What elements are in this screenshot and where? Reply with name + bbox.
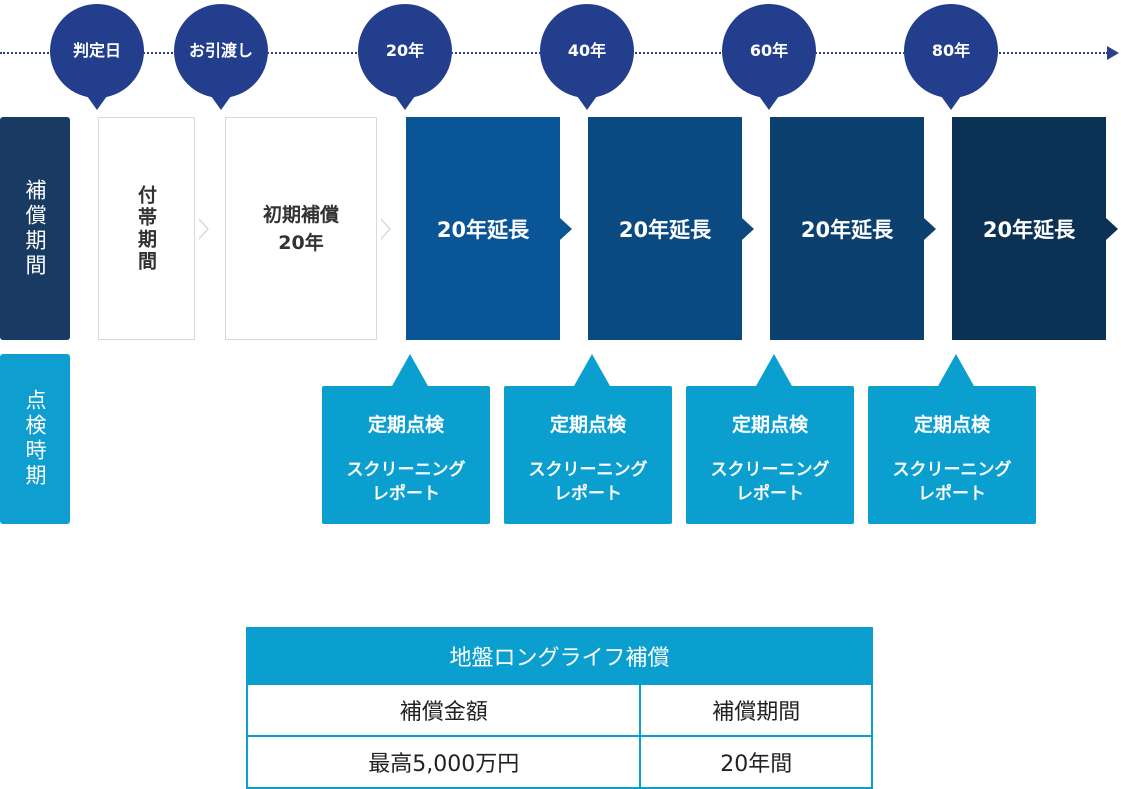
inspection-line: レポート: [736, 484, 804, 504]
chevron-right-icon: [924, 218, 936, 240]
marker-20-years: 20年: [358, 4, 452, 110]
marker-label: お引渡し: [188, 41, 253, 60]
label-compensation-period: 補償期間: [0, 117, 70, 340]
chevron-right-icon: [742, 218, 754, 240]
header-period: 補償期間: [639, 683, 873, 737]
inspection-line: レポート: [372, 484, 440, 504]
period-initial-title: 初期補償: [262, 203, 339, 226]
extension-label: 20年延長: [618, 217, 712, 242]
summary-table: 地盤ロングライフ補償 補償金額 補償期間 最高5,000万円 20年間: [245, 627, 873, 789]
chevron-right-icon: [1106, 218, 1118, 240]
marker-60-years: 60年: [722, 4, 816, 110]
period-attached: 付帯期間: [98, 117, 195, 340]
marker-label: 60年: [749, 41, 789, 60]
marker-80-years: 80年: [904, 4, 998, 110]
marker-label: 40年: [567, 41, 607, 60]
value-period: 20年間: [639, 735, 873, 789]
extension-label: 20年延長: [800, 217, 894, 242]
inspection-box-1: 定期点検 スクリーニングレポート: [322, 354, 490, 524]
marker-label: 20年: [385, 41, 425, 60]
inspection-line: スクリーニング: [346, 460, 466, 480]
marker-handover: お引渡し: [174, 4, 268, 110]
header-amount: 補償金額: [245, 683, 642, 737]
inspection-box-3: 定期点検 スクリーニングレポート: [686, 354, 854, 524]
marker-label: 80年: [931, 41, 971, 60]
period-initial: 初期補償 20年: [225, 117, 377, 340]
marker-judgment-day: 判定日: [50, 4, 144, 110]
inspection-title: 定期点検: [731, 414, 808, 436]
chevron-right-icon: [198, 218, 209, 240]
period-extension-4: 20年延長: [952, 117, 1106, 340]
timeline-arrow-icon: [1107, 46, 1119, 60]
inspection-title: 定期点検: [549, 414, 626, 436]
summary-table-title: 地盤ロングライフ補償: [246, 627, 873, 685]
period-attached-text: 付帯期間: [135, 184, 157, 273]
inspection-line: レポート: [918, 484, 986, 504]
inspection-box-4: 定期点検 スクリーニングレポート: [868, 354, 1036, 524]
chevron-right-icon: [560, 218, 572, 240]
inspection-title: 定期点検: [913, 414, 990, 436]
label-inspection-timing: 点検時期: [0, 354, 70, 524]
marker-40-years: 40年: [540, 4, 634, 110]
inspection-title: 定期点検: [367, 414, 444, 436]
inspection-box-2: 定期点検 スクリーニングレポート: [504, 354, 672, 524]
inspection-line: スクリーニング: [528, 460, 648, 480]
marker-label: 判定日: [72, 41, 121, 60]
inspection-line: スクリーニング: [892, 460, 1012, 480]
extension-label: 20年延長: [982, 217, 1076, 242]
inspection-line: スクリーニング: [710, 460, 830, 480]
period-initial-years: 20年: [278, 231, 324, 254]
inspection-line: レポート: [554, 484, 622, 504]
value-amount: 最高5,000万円: [245, 735, 642, 789]
period-extension-1: 20年延長: [406, 117, 560, 340]
extension-label: 20年延長: [436, 217, 530, 242]
period-extension-2: 20年延長: [588, 117, 742, 340]
period-extension-3: 20年延長: [770, 117, 924, 340]
chevron-right-icon: [380, 218, 391, 240]
